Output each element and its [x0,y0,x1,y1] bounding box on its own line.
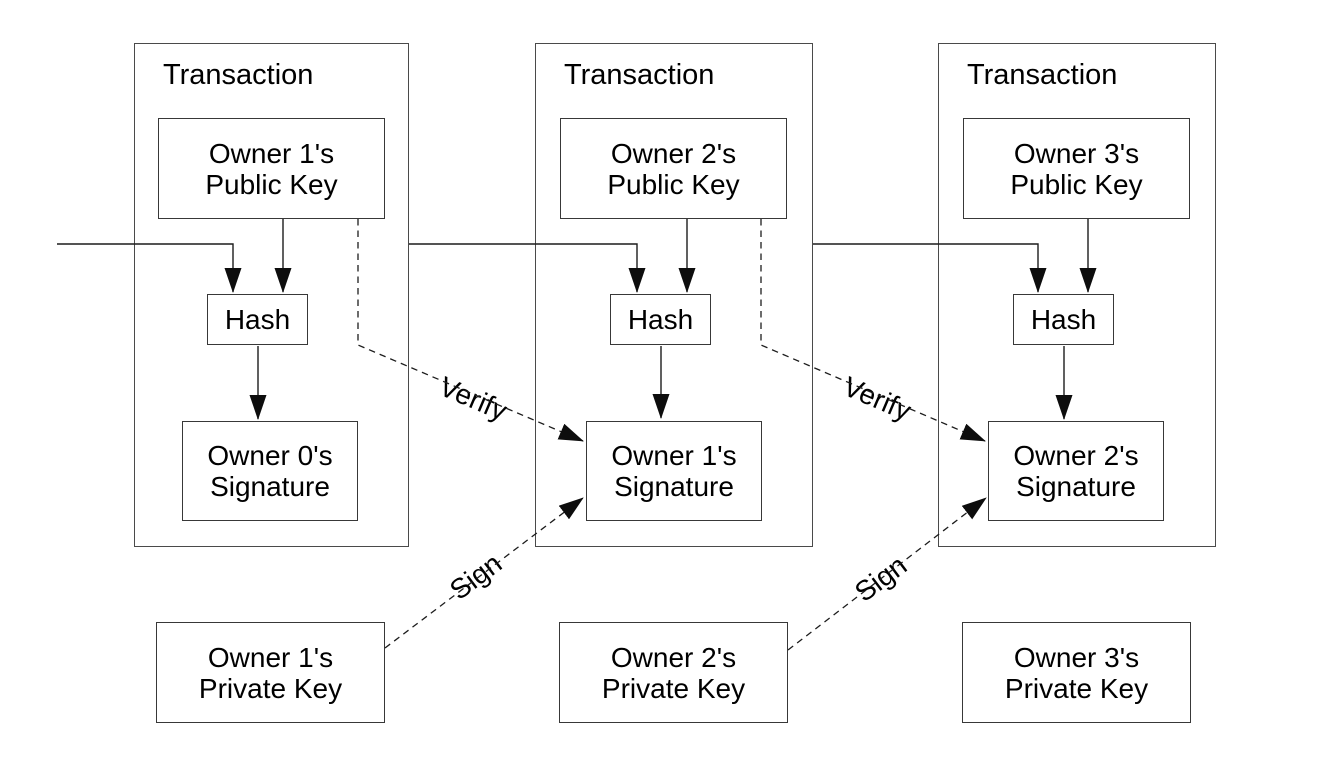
hash-box-1: Hash [207,294,308,345]
private-key-line1: Owner 3's [1013,641,1140,673]
private-key-line2: Private Key [1004,672,1149,704]
signature-line1: Owner 1's [611,440,737,471]
signature-line2: Signature [614,471,734,502]
hash-label: Hash [1030,304,1097,335]
private-key-line1: Owner 2's [610,641,737,673]
private-key-box-1: Owner 1's Private Key [156,622,385,723]
public-key-line1: Owner 2's [610,137,737,169]
verify-edge-label-2: Verify [838,370,916,427]
public-key-line1: Owner 1's [208,137,335,169]
public-key-box-1: Owner 1's Public Key [158,118,385,219]
hash-box-2: Hash [610,294,711,345]
signature-line1: Owner 0's [207,440,333,471]
public-key-line2: Public Key [607,168,740,200]
hash-box-3: Hash [1013,294,1114,345]
private-key-line2: Private Key [601,672,746,704]
signature-line2: Signature [210,471,330,502]
private-key-box-2: Owner 2's Private Key [559,622,788,723]
hash-label: Hash [627,304,694,335]
signature-box-3: Owner 2's Signature [988,421,1164,521]
transaction-title: Transaction [967,59,1118,91]
signature-box-2: Owner 1's Signature [586,421,762,521]
transaction-title: Transaction [564,59,715,91]
sign-edge-label-2: Sign [848,549,913,608]
signature-box-1: Owner 0's Signature [182,421,358,521]
signature-line1: Owner 2's [1013,440,1139,471]
transaction-title: Transaction [163,59,314,91]
private-key-line1: Owner 1's [207,641,334,673]
public-key-box-3: Owner 3's Public Key [963,118,1190,219]
public-key-line1: Owner 3's [1013,137,1140,169]
verify-edge-label-1: Verify [434,370,512,427]
private-key-line2: Private Key [198,672,343,704]
public-key-line2: Public Key [205,168,338,200]
public-key-line2: Public Key [1010,168,1143,200]
signature-line2: Signature [1016,471,1136,502]
public-key-box-2: Owner 2's Public Key [560,118,787,219]
sign-edge-label-1: Sign [443,547,508,606]
hash-label: Hash [224,304,291,335]
private-key-box-3: Owner 3's Private Key [962,622,1191,723]
